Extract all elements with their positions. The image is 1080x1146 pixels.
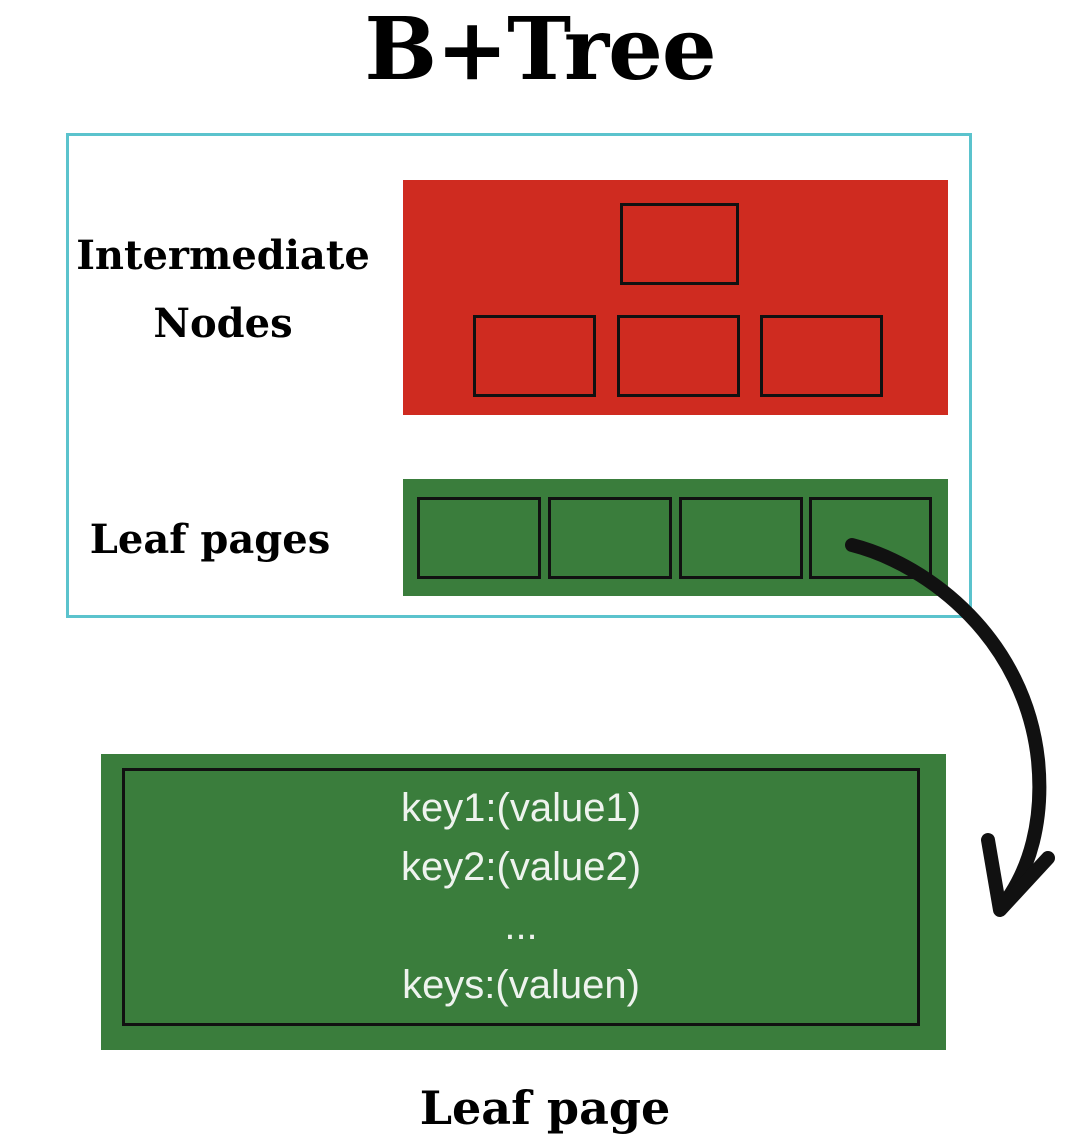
intermediate-label-line1: Intermediate	[76, 232, 370, 279]
leaf-page-node-3	[679, 497, 803, 579]
leaf-entry-ellipsis: ...	[504, 904, 538, 948]
diagram-title: B+Tree	[364, 0, 716, 100]
intermediate-child-node-3	[760, 315, 883, 397]
leaf-pages-label: Leaf pages	[89, 516, 331, 563]
arrow-head	[981, 833, 1055, 917]
intermediate-nodes-label: Intermediate Nodes	[68, 222, 378, 358]
leaf-entry-1: key1:(value1)	[400, 786, 642, 830]
leaf-page-caption: Leaf page	[419, 1081, 671, 1135]
leaf-page-node-1	[417, 497, 541, 579]
leaf-page-node-4	[809, 497, 932, 579]
leaf-entry-2: key2:(value2)	[400, 845, 642, 889]
intermediate-child-node-2	[617, 315, 740, 397]
btree-frame	[66, 133, 972, 618]
intermediate-child-node-1	[473, 315, 596, 397]
leaf-page-node-2	[548, 497, 672, 579]
leaf-entry-n: keys:(valuen)	[402, 963, 640, 1007]
intermediate-nodes-block	[403, 180, 948, 415]
intermediate-root-node	[620, 203, 739, 285]
intermediate-label-line2: Nodes	[153, 300, 293, 347]
leaf-page-detail	[101, 754, 946, 1050]
